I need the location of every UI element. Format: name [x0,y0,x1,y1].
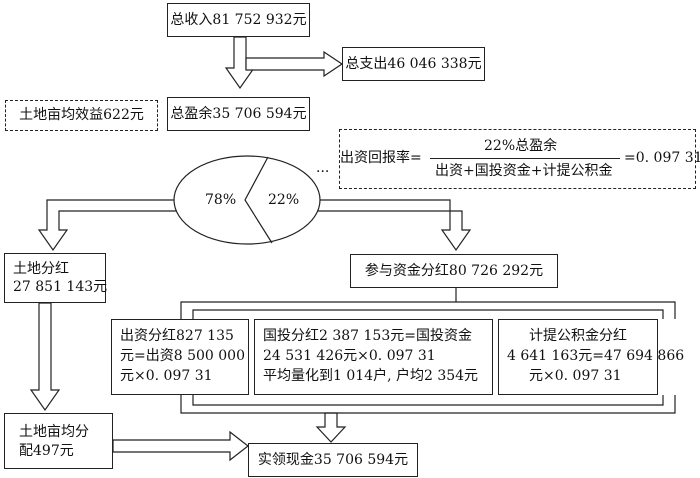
pie-left-label: 78% [205,192,237,208]
arrow-sub-to-cash [315,412,347,443]
ellipsis-text: ··· [316,164,330,180]
total-income-box: 总收入81 752 932元 [167,3,310,37]
investor-line1: 出资分红827 135 [120,328,234,344]
formula-fraction-bar [430,158,620,159]
state-line3: 平均量化到1 014户, 户均2 354元 [263,368,479,384]
land-dividend-line1: 土地分红 [13,261,69,277]
land-dividend-box: 土地分红 27 851 143元 [4,253,108,303]
pie-ellipse [173,155,321,245]
formula-lhs: 出资回报率= [340,150,422,166]
land-dividend-line2: 27 851 143元 [13,279,108,295]
land-mu-benefit-box: 土地亩均效益622元 [5,100,158,131]
formula-rhs: =0. 097 31 [624,150,700,166]
investor-line2: 元=出资8 500 000 [120,348,245,364]
reserve-line3: 元×0. 097 31 [529,368,622,384]
land-per-mu-line1: 土地亩均分 [19,424,89,440]
total-income-text: 总收入81 752 932元 [170,11,307,28]
capital-dividend-text: 参与资金分红80 726 292元 [364,262,544,279]
land-mu-benefit-text: 土地亩均效益622元 [19,107,144,123]
total-surplus-box: 总盈余35 706 594元 [167,97,310,131]
arrow-to-land-dividend [37,193,177,252]
reserve-line1: 计提公积金分红 [529,328,627,344]
pie-divider [244,156,273,244]
formula-denominator: 出资+国投资金+计提公积金 [435,163,613,179]
bracket-top-outer [180,301,676,319]
arrow-income-to-surplus [224,36,256,90]
land-per-mu-line2: 配497元 [19,443,74,459]
total-expense-text: 总支出46 046 338元 [345,55,482,72]
bracket-bottom-inner [192,395,664,406]
cash-box: 实领现金35 706 594元 [248,443,418,477]
pie-right-label: 22% [268,192,300,208]
arrow-land-to-per-mu [29,302,61,412]
arrow-to-capital-dividend [317,193,472,252]
formula-numerator: 22%总盈余 [484,138,558,154]
arrow-to-expense [245,50,344,78]
reserve-line2: 4 641 163元=47 694 866 [507,348,685,364]
investor-line3: 元×0. 097 31 [120,368,213,384]
land-per-mu-box: 土地亩均分 配497元 [4,413,113,469]
arrow-per-mu-to-cash [112,430,249,462]
total-surplus-text: 总盈余35 706 594元 [170,105,307,122]
bracket-top-inner [192,309,664,319]
investor-dividend-box: 出资分红827 135 元=出资8 500 000 元×0. 097 31 [111,319,249,395]
bracket-bottom-outer [180,395,676,414]
reserve-dividend-box: 计提公积金分红 4 641 163元=47 694 866 元×0. 097 3… [498,319,684,395]
state-line1: 国投分红2 387 153元=国投资金 [263,328,472,344]
formula-box: 出资回报率= 22%总盈余 出资+国投资金+计提公积金 =0. 097 31 [339,129,700,189]
state-line2: 24 531 426元×0. 097 31 [263,348,436,364]
capital-dividend-box: 参与资金分红80 726 292元 [350,254,558,288]
total-expense-box: 总支出46 046 338元 [342,47,485,81]
cash-text: 实领现金35 706 594元 [257,451,409,468]
state-dividend-box: 国投分红2 387 153元=国投资金 24 531 426元×0. 097 3… [254,319,493,395]
